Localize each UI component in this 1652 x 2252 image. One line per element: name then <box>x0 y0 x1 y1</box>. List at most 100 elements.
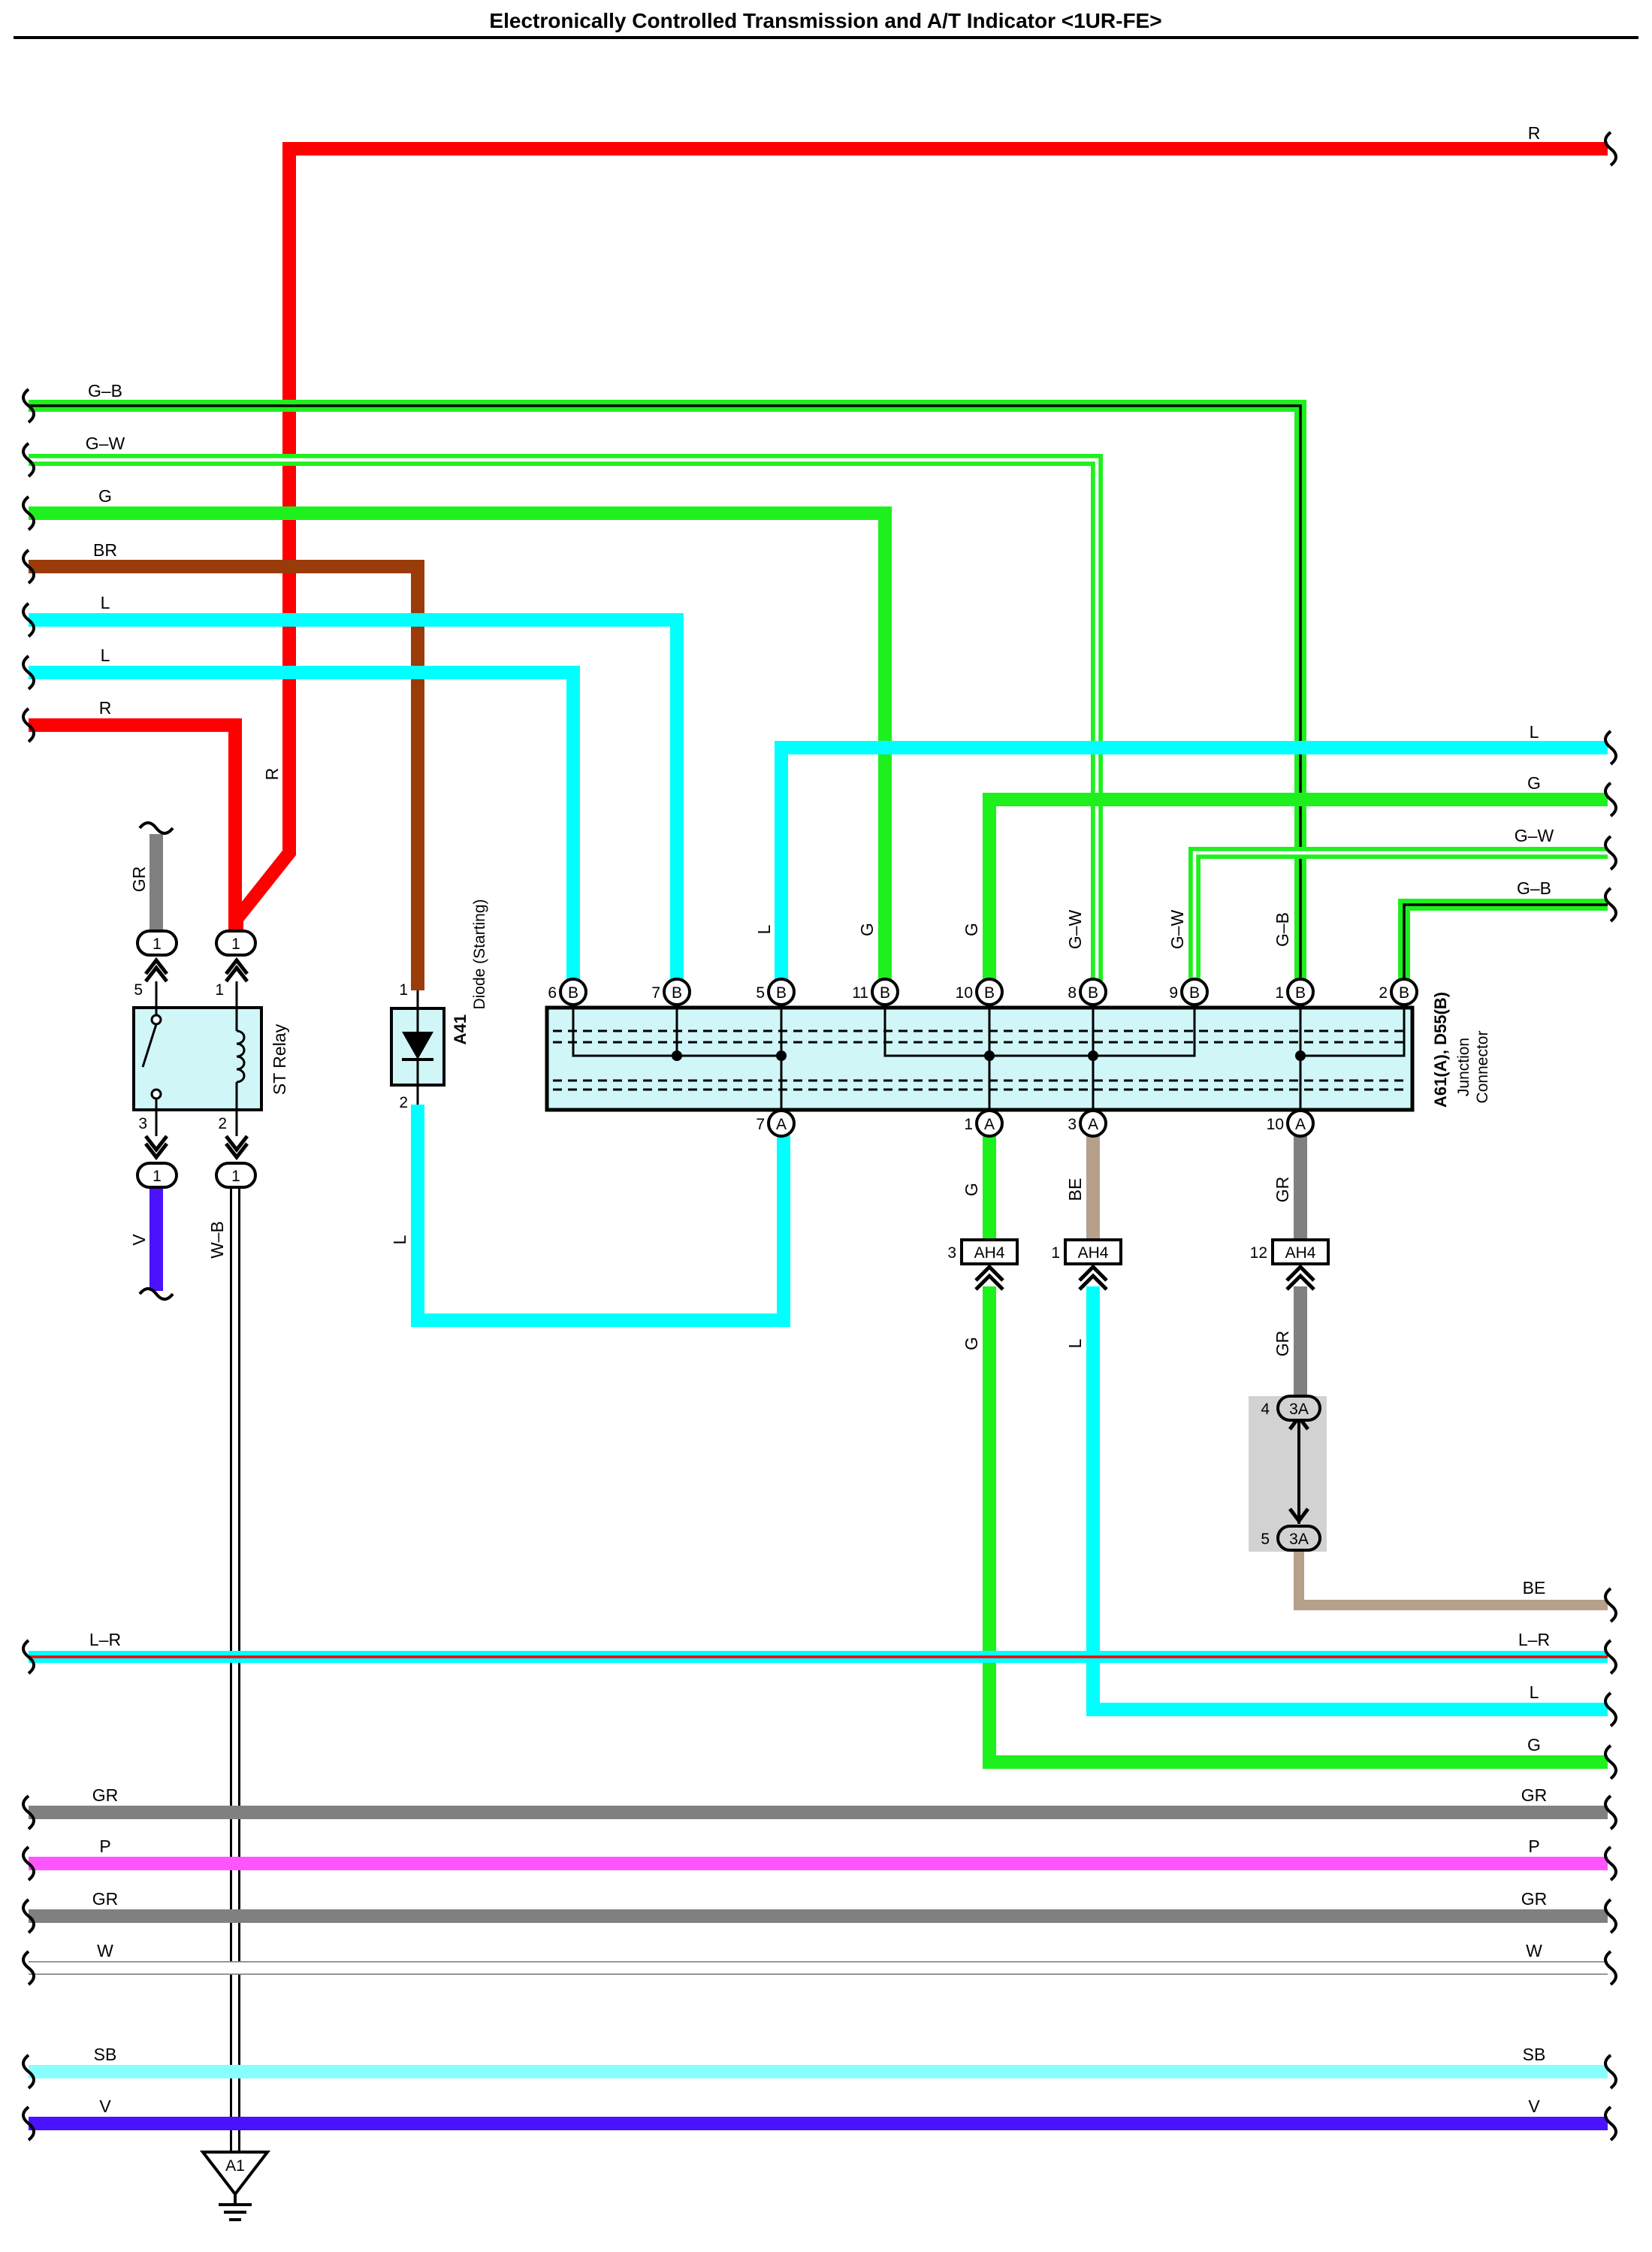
internal-splice-2 <box>984 1050 995 1061</box>
break-right-4 <box>1604 887 1617 923</box>
junction-pin-a3: A3 <box>1068 1109 1107 1138</box>
break-right-2 <box>1604 781 1617 818</box>
label-bus-gr2-left: GR <box>92 1889 119 1909</box>
st-relay: ST Relay 5 1 3 2 1 1 1 1 <box>132 930 289 1189</box>
label-bus-sb-left: SB <box>94 2045 117 2064</box>
internal-group-1-left <box>572 1005 781 1057</box>
label-right-g: G <box>1527 773 1541 793</box>
junction-pin-b8: B8 <box>1068 978 1107 1006</box>
break-right-12 <box>1604 1950 1617 1986</box>
wire-l-diode-to-a7 <box>411 1105 790 1327</box>
junction-pin-b2: B2 <box>1379 978 1418 1006</box>
svg-text:11: 11 <box>852 984 868 1002</box>
break-left-12 <box>22 2054 35 2090</box>
svg-text:3A: 3A <box>1289 1531 1309 1548</box>
label-a10-gr: GR <box>1273 1177 1292 1203</box>
svg-text:1: 1 <box>964 1116 973 1133</box>
junction-pin-b1: B1 <box>1275 978 1315 1006</box>
relay-pin-2: 2 <box>218 1115 227 1132</box>
break-left-7 <box>22 1639 35 1675</box>
break-left-4 <box>22 602 35 638</box>
label-diode-l: L <box>390 1235 409 1244</box>
relay-chevron-1 <box>225 957 249 983</box>
break-right-0 <box>1604 131 1617 167</box>
junction-name-2: Connector <box>1474 1031 1491 1104</box>
break-left-8 <box>22 1794 35 1830</box>
wire-g-right <box>983 793 1608 992</box>
ah4-chevron-icon <box>974 1264 1004 1291</box>
junction-box <box>545 1005 1415 1112</box>
label-gr-top: GR <box>129 866 149 893</box>
relay-pin-5: 5 <box>134 981 143 999</box>
svg-text:12: 12 <box>1250 1244 1267 1262</box>
break-right-14 <box>1604 2105 1617 2142</box>
wire-gb-left <box>29 400 1306 992</box>
diode-a41: 1 2 A41 Diode (Starting) <box>390 899 488 1111</box>
svg-text:A: A <box>776 1116 787 1133</box>
break-right-6 <box>1604 1639 1617 1675</box>
svg-text:1: 1 <box>153 1168 162 1185</box>
label-left-l2: L <box>101 645 110 665</box>
label-pin1b-gb: G–B <box>1273 912 1292 947</box>
break-left-0 <box>22 388 35 424</box>
junction-code: A61(A), D55(B) <box>1431 992 1450 1108</box>
wire-gw-left <box>29 454 1103 992</box>
wire-l2-left <box>29 666 580 992</box>
svg-text:A: A <box>1295 1116 1306 1133</box>
page-title: Electronically Controlled Transmission a… <box>489 9 1161 32</box>
wire-gw-right <box>1188 847 1608 992</box>
label-pin5b-l: L <box>754 924 774 934</box>
junction-pin-b6: B6 <box>548 978 587 1006</box>
wire-br-left <box>29 560 424 990</box>
label-right-gw: G–W <box>1515 826 1554 845</box>
label-right-lr: L–R <box>1518 1630 1550 1649</box>
svg-text:B: B <box>776 984 787 1002</box>
junction-pin-b9: B9 <box>1169 978 1209 1006</box>
label-vert-r: R <box>262 768 282 781</box>
relay-coil-icon <box>236 1029 246 1084</box>
break-left-1 <box>22 442 35 478</box>
wire-l-ah4-down <box>1086 1286 1608 1716</box>
label-bus-lr-left: L–R <box>89 1630 121 1649</box>
svg-text:8: 8 <box>1068 984 1077 1002</box>
label-right-be: BE <box>1523 1578 1546 1598</box>
svg-text:AH4: AH4 <box>974 1244 1005 1262</box>
break-left-10 <box>22 1898 35 1934</box>
wire-r-left <box>29 718 242 932</box>
label-a3-be: BE <box>1065 1178 1085 1202</box>
label-pin8b-gw: G–W <box>1065 910 1085 950</box>
label-top-r: R <box>1528 123 1541 143</box>
svg-text:3: 3 <box>1068 1116 1077 1133</box>
ah4-chevron-icon <box>1285 1264 1315 1291</box>
break-left-9 <box>22 1845 35 1882</box>
wires <box>29 142 1608 2152</box>
label-bus-w-left: W <box>97 1941 113 1960</box>
svg-text:A: A <box>984 1116 995 1133</box>
label-left-gw: G–W <box>86 434 125 453</box>
svg-text:3A: 3A <box>1289 1401 1309 1418</box>
relay-switch-arm <box>141 1023 158 1068</box>
label-wb: W–B <box>207 1221 227 1259</box>
junction-pin-a10: A10 <box>1267 1109 1315 1138</box>
diode-pin-1: 1 <box>399 981 408 999</box>
internal-splice-1 <box>776 1050 787 1061</box>
label-right-gb: G–B <box>1517 878 1551 898</box>
wire-r-top <box>282 142 1608 451</box>
break-right-7 <box>1604 1691 1617 1728</box>
ground-symbol-icon <box>219 2194 252 2221</box>
label-bus-gr1-right: GR <box>1521 1785 1548 1805</box>
label-right-l: L <box>1530 722 1539 742</box>
junction-pin-a7: A7 <box>756 1109 796 1138</box>
label-bus-v-right: V <box>1528 2096 1540 2116</box>
svg-text:5: 5 <box>1261 1531 1270 1548</box>
label-left-r: R <box>99 698 112 718</box>
svg-text:A: A <box>1088 1116 1098 1133</box>
internal-group-3-right <box>1300 1005 1406 1057</box>
st-relay-label: ST Relay <box>270 1023 289 1095</box>
junction-pin-b7: B7 <box>651 978 691 1006</box>
break-right-8 <box>1604 1744 1617 1780</box>
internal-splice-3 <box>1088 1050 1098 1061</box>
relay-connector-bottom-right: 1 <box>215 1162 257 1189</box>
